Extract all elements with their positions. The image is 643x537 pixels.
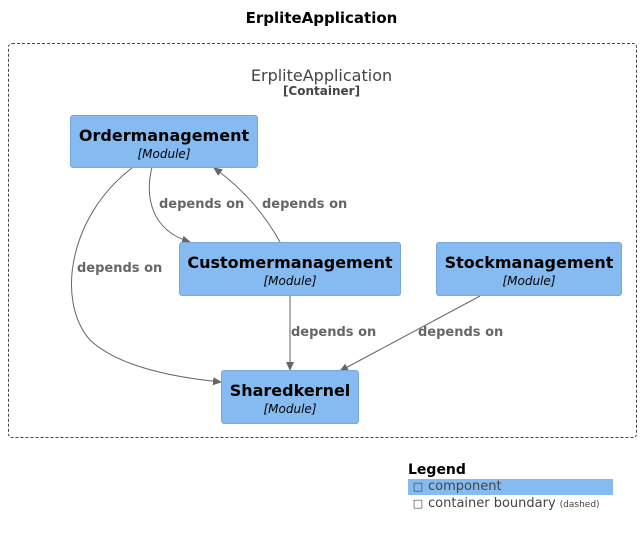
legend-boundary-note: (dashed) xyxy=(559,500,600,510)
node-type: [Module] xyxy=(137,147,191,161)
edge-label-stock-to-sharedkernel: depends on xyxy=(418,325,504,340)
node-name: Customermanagement xyxy=(187,253,393,272)
edge-customer-to-order xyxy=(213,167,281,243)
legend-item-boundary: □ container boundary(dashed) xyxy=(408,496,613,512)
node-name: Sharedkernel xyxy=(229,381,351,400)
diagram-title: ErpliteApplication xyxy=(245,9,398,27)
container-boundary xyxy=(8,43,637,438)
node-customermanagement[interactable]: Customermanagement [Module] xyxy=(179,242,401,296)
node-type: [Module] xyxy=(263,274,317,288)
legend-boundary-label: container boundary xyxy=(428,496,556,511)
node-sharedkernel[interactable]: Sharedkernel [Module] xyxy=(221,370,359,424)
edge-label-order-to-customer: depends on xyxy=(159,197,245,212)
edge-stock-to-sharedkernel xyxy=(339,295,481,372)
boundary-swatch-icon: □ xyxy=(412,497,424,510)
node-name: Ordermanagement xyxy=(78,126,250,145)
edge-label-order-to-sharedkernel: depends on xyxy=(77,261,163,276)
node-type: [Module] xyxy=(263,402,317,416)
legend-title: Legend xyxy=(408,462,466,478)
container-type: [Container] xyxy=(282,84,361,98)
edge-order-to-customer xyxy=(148,166,191,244)
legend-item-component: □ component xyxy=(408,479,613,495)
edge-label-customer-to-sharedkernel: depends on xyxy=(291,325,377,340)
node-stockmanagement[interactable]: Stockmanagement [Module] xyxy=(436,242,622,296)
node-name: Stockmanagement xyxy=(444,253,614,272)
component-swatch-icon: □ xyxy=(412,480,424,493)
edge-order-to-sharedkernel xyxy=(71,167,222,386)
legend-component-label: component xyxy=(428,479,502,494)
node-ordermanagement[interactable]: Ordermanagement [Module] xyxy=(70,115,258,168)
edge-label-customer-to-order: depends on xyxy=(262,197,348,212)
node-type: [Module] xyxy=(502,274,556,288)
container-name: ErpliteApplication xyxy=(250,66,393,85)
